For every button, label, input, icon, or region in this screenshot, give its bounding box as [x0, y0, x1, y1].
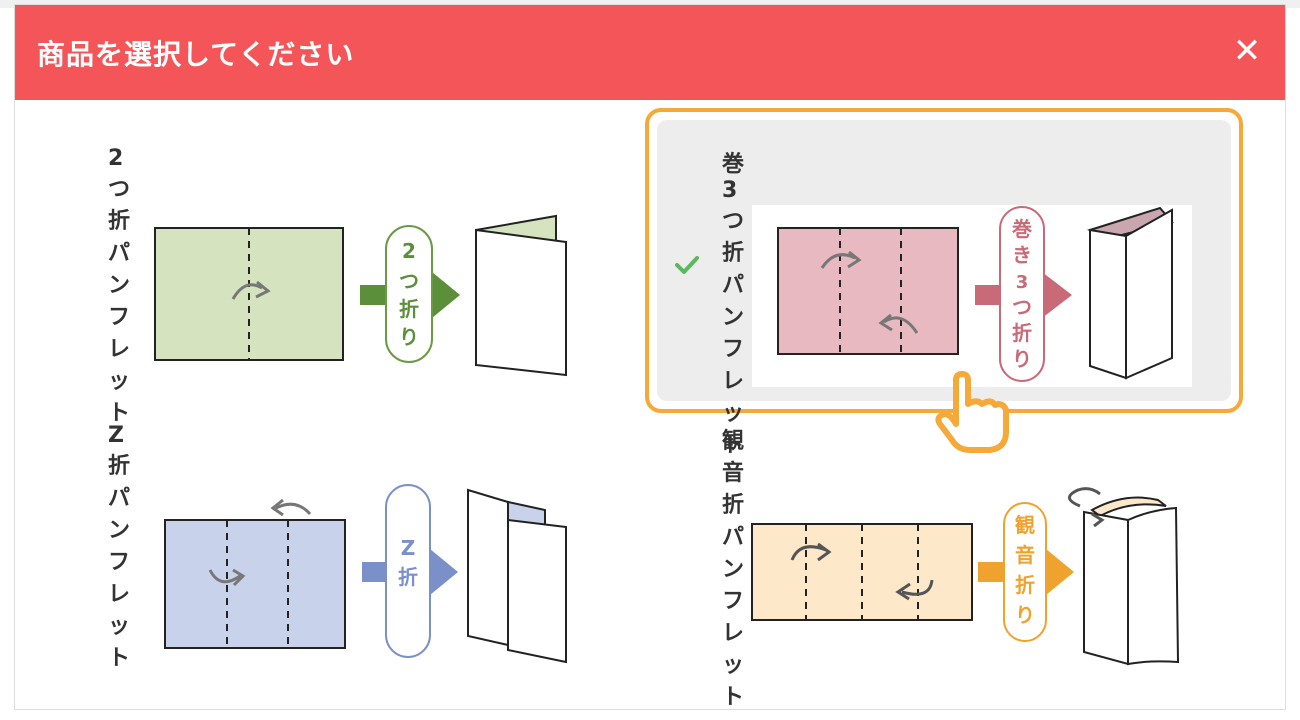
option-label: 2つ折パンフレット [108, 146, 132, 426]
option-label: Z 折パンフレット [108, 423, 132, 671]
fold-badge-char: 2 [402, 239, 416, 263]
modal-title: 商品を選択してください [37, 38, 355, 71]
fold-badge-char: り [399, 325, 419, 349]
fold-badge-char: 観 [1015, 513, 1035, 537]
close-icon[interactable]: ✕ [1232, 31, 1262, 71]
fold-badge-char: り [1015, 603, 1035, 627]
fold-badge-char: 3 [1016, 272, 1029, 293]
option-label: 観音折パンフレット [722, 429, 746, 710]
check-icon [675, 256, 699, 274]
fold-badge-char: つ [399, 269, 419, 293]
hand-pointer-icon [935, 371, 1009, 453]
fold-badge-char: き [1012, 243, 1032, 267]
fold-badge-char: 巻 [1011, 217, 1033, 241]
fold-badge-char: Z [401, 536, 416, 560]
modal-header: 商品を選択してください ✕ [15, 5, 1285, 100]
fold-badge-char: 音 [1015, 543, 1035, 567]
fold-badge-char: 折 [1015, 573, 1035, 597]
option-label: 巻3つ折パンフレット [722, 152, 746, 458]
fold-badge-char: 折 [1012, 321, 1032, 345]
fold-badge-char: つ [1012, 295, 1032, 319]
fold-badge-char: り [1012, 347, 1032, 371]
fold-badge-char: 折 [399, 297, 419, 321]
fold-badge-char: 折 [398, 565, 418, 589]
